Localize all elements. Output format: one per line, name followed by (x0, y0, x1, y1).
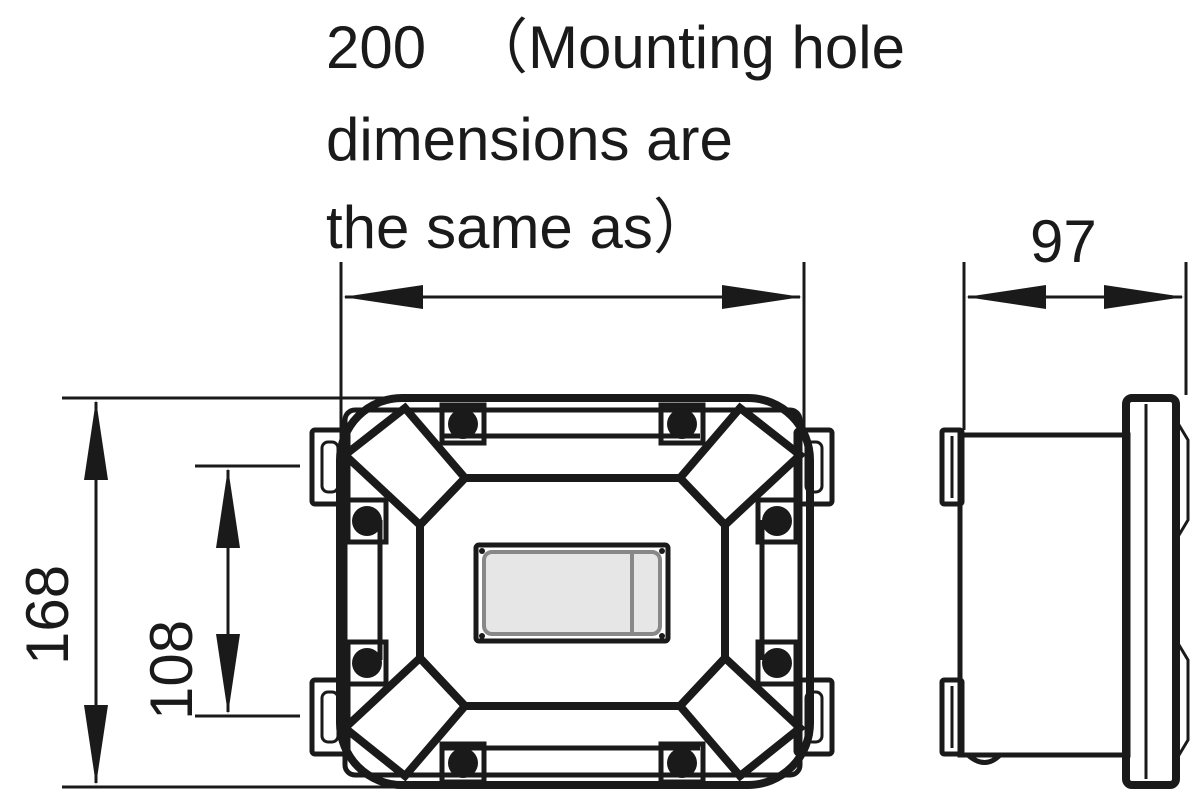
mounting-note-line-1: （Mounting hole (468, 14, 905, 81)
height-arrow-bottom (84, 705, 108, 785)
screw-hole-right-lower (755, 639, 799, 687)
side-lid-flange (1122, 394, 1180, 789)
height-dimension (62, 396, 450, 789)
depth-dimension-value: 97 (1030, 208, 1097, 275)
inner-frame (342, 407, 803, 778)
center-panel (416, 474, 729, 710)
screw-hole-right-upper (755, 497, 799, 545)
screw-hole-top-right (658, 402, 706, 446)
screw-hole-left-lower (345, 639, 389, 687)
width-arrow-right (722, 285, 802, 309)
front-view (309, 394, 835, 789)
width-dimension (339, 262, 806, 440)
side-lid-ribs (1174, 419, 1190, 761)
hole-spacing-arrow-top (216, 468, 240, 548)
side-mounting-tab-top (939, 427, 965, 507)
side-mounting-tab-bottom (939, 677, 965, 757)
screw-hole-left-upper (345, 497, 389, 545)
side-view (939, 394, 1190, 789)
height-arrow-top (84, 400, 108, 480)
side-body (957, 432, 1131, 758)
depth-arrow-left (966, 285, 1046, 309)
mounting-note-line-3: the same as） (326, 194, 713, 261)
width-dimension-value: 200 (326, 14, 426, 81)
enclosure-body-outline (336, 394, 814, 789)
side-foot (966, 753, 1002, 765)
screw-hole-top-left (439, 402, 487, 446)
depth-arrow-right (1104, 285, 1184, 309)
inspection-window (473, 542, 671, 644)
screw-hole-bottom-left (439, 741, 487, 785)
hole-spacing-dimension (195, 464, 300, 718)
hole-spacing-dimension-value: 108 (138, 620, 205, 720)
mounting-note-line-2: dimensions are (326, 106, 733, 173)
hole-spacing-arrow-bottom (216, 634, 240, 714)
height-dimension-value: 168 (14, 565, 81, 665)
screw-hole-bottom-right (658, 741, 706, 785)
depth-dimension (962, 262, 1188, 430)
width-arrow-left (343, 285, 423, 309)
